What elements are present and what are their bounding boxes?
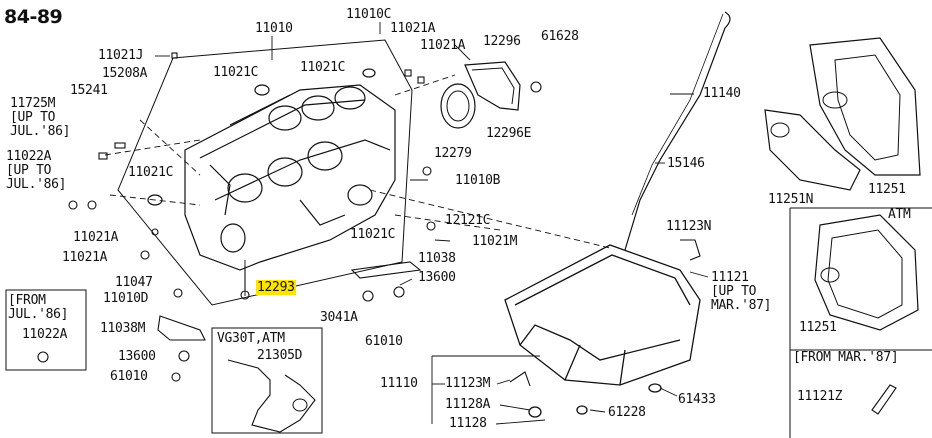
part-15208A: 15208A: [102, 66, 148, 81]
part-11038M: 11038M: [100, 321, 146, 336]
part-11022A-up-to-jul-86: 11022A [UP TO JUL.'86]: [6, 149, 67, 192]
dipstick-drawing: [624, 11, 731, 251]
part-11021J: 11021J: [98, 48, 144, 63]
bolts-and-plugs: [37, 52, 701, 387]
from-jul-86-note: [FROM JUL.'86]: [8, 293, 69, 322]
from-mar-87-note: [FROM MAR.'87]: [793, 350, 899, 365]
part-61628: 61628: [541, 29, 579, 44]
part-11021C-1: 11021C: [213, 65, 259, 80]
page-title: 84-89: [4, 6, 63, 28]
part-61433: 61433: [678, 392, 716, 407]
part-13600-2: 13600: [118, 349, 156, 364]
part-11022A-from-jul-86: 11022A: [22, 327, 68, 342]
part-11010B: 11010B: [455, 173, 501, 188]
plate-drawing: [764, 109, 861, 191]
atm-plate-drawing: [814, 214, 919, 331]
part-61010-1: 61010: [365, 334, 403, 349]
part-11251-2: 11251: [799, 320, 837, 335]
part-11021C-2: 11021C: [300, 60, 346, 75]
part-11010: 11010: [255, 21, 293, 36]
seal-drawing: [440, 83, 476, 129]
part-12293-highlighted: 12293: [256, 280, 296, 295]
part-15241: 15241: [70, 83, 108, 98]
rear-plate-drawing: [809, 37, 921, 176]
part-11038: 11038: [418, 251, 456, 266]
part-11021M: 11021M: [472, 234, 518, 249]
part-61010-2: 61010: [110, 369, 148, 384]
engine-block-outline: [117, 39, 413, 306]
leader-lines-dashed: [104, 74, 611, 300]
part-11021A-2: 11021A: [420, 38, 466, 53]
drain-tube-drawing: [871, 384, 897, 415]
atm-label: ATM: [888, 207, 911, 222]
from-jul-box: [5, 289, 87, 371]
part-11021C-4: 11021C: [350, 227, 396, 242]
part-11021A-4: 11021A: [62, 250, 108, 265]
retainer-drawing: [464, 61, 521, 111]
vg30-box: [211, 327, 323, 434]
part-11128A: 11128A: [445, 397, 491, 412]
part-61228: 61228: [608, 405, 646, 420]
part-11251-1: 11251: [868, 182, 906, 197]
part-12296E: 12296E: [486, 126, 532, 141]
part-11725M: 11725M [UP TO JUL.'86]: [10, 96, 71, 139]
part-21305D: 21305D: [257, 348, 303, 363]
part-11128: 11128: [449, 416, 487, 431]
part-13600-1: 13600: [418, 270, 456, 285]
highlight-marker: 12293: [256, 280, 296, 295]
part-11047: 11047: [115, 275, 153, 290]
part-11123N: 11123N: [666, 219, 712, 234]
water-pipe-drawing: [227, 359, 316, 433]
part-12279: 12279: [434, 146, 472, 161]
part-11021A-1: 11021A: [390, 21, 436, 36]
part-12296: 12296: [483, 34, 521, 49]
leader-lines: [155, 22, 709, 425]
part-11021A-3: 11021A: [73, 230, 119, 245]
part-11021C-3: 11021C: [128, 165, 174, 180]
part-11110: 11110: [380, 376, 418, 391]
oil-pan-drawing: [504, 244, 701, 418]
engine-block-drawing: [147, 68, 396, 271]
part-3041A: 3041A: [320, 310, 358, 325]
part-11010C: 11010C: [346, 7, 392, 22]
vg30t-atm-note: VG30T,ATM: [217, 331, 285, 346]
part-11010D: 11010D: [103, 291, 149, 306]
part-11251N: 11251N: [768, 192, 814, 207]
part-11121-up-to-mar-87: 11121 [UP TO MAR.'87]: [711, 270, 772, 313]
part-15146: 15146: [667, 156, 705, 171]
part-11123M: 11123M: [445, 376, 491, 391]
part-12121C: 12121C: [445, 213, 491, 228]
part-11140: 11140: [703, 86, 741, 101]
part-11121Z: 11121Z: [797, 389, 843, 404]
